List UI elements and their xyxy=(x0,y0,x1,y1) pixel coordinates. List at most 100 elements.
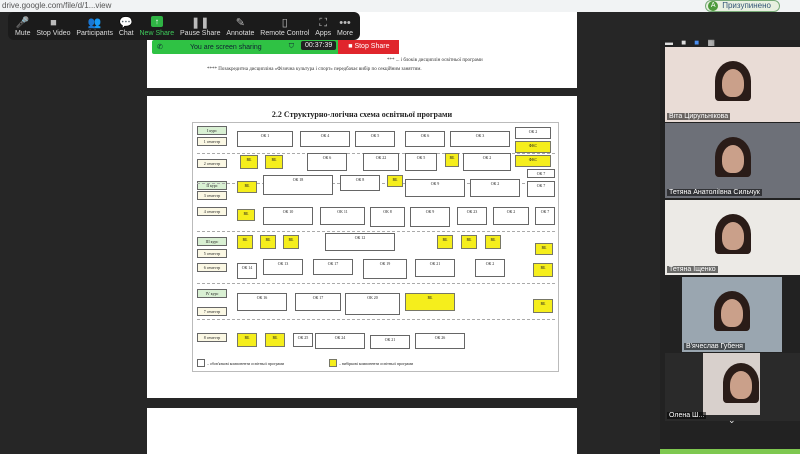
annotate-button[interactable]: ✎Annotate xyxy=(226,16,254,37)
course-label: IV курс xyxy=(197,289,227,298)
zoom-meeting-toolbar: 🎤Mute ■Stop Video 👥Participants 💬Chat ↑New S… xyxy=(8,12,360,40)
section-title: 2.2 Структурно-логічна схема освітньої п… xyxy=(271,110,453,119)
screen-sharing-bar: ✆You are screen sharing⛉ 00:37:39 ■ Stop… xyxy=(152,40,400,54)
diagram-box: ОК 12 xyxy=(325,233,395,251)
pause-share-button[interactable]: ❚❚Pause Share xyxy=(180,16,220,37)
mute-label: Mute xyxy=(14,30,31,37)
pause-share-icon: ❚❚ xyxy=(191,17,210,29)
legend-required-swatch xyxy=(197,359,205,367)
diagram-box: ОК 20 xyxy=(345,293,400,315)
diagram-box: ОК 9 xyxy=(405,179,465,197)
diagram-box: ВБ xyxy=(237,235,253,249)
semester-label: 3 семестр xyxy=(197,191,227,200)
diagram-box: ВБ xyxy=(533,299,553,313)
chevron-down-icon[interactable]: ⌄ xyxy=(728,415,736,425)
more-button[interactable]: •••More xyxy=(337,16,353,37)
course-label: II курс xyxy=(197,181,227,190)
diagram-box: ОК 26 xyxy=(415,333,465,349)
course-label: I курс xyxy=(197,126,227,135)
participant-name: В'ячеслав Губеня xyxy=(684,343,745,350)
url-text: drive.google.com/file/d/1...view xyxy=(2,1,112,10)
participants-button[interactable]: 👥Participants xyxy=(76,16,113,37)
diagram-box: ОК 8 xyxy=(340,175,380,191)
diagram-box: ОК 17 xyxy=(295,293,341,311)
diagram-box: ОК 13 xyxy=(263,259,303,275)
new-share-label: New Share xyxy=(139,30,175,37)
chat-label: Chat xyxy=(118,30,134,37)
participant-face xyxy=(721,69,744,97)
diagram-box: ВБ xyxy=(533,263,553,277)
participant-video-tile[interactable]: Віта Цирульнікова xyxy=(665,47,800,122)
participant-video-tile[interactable]: Олена Ш... xyxy=(665,353,800,421)
diagram-box: ВБ xyxy=(387,175,403,187)
more-label: More xyxy=(337,30,353,37)
participant-face xyxy=(721,222,744,250)
diagram-box: ОК 23 xyxy=(457,207,487,225)
pause-share-label: Pause Share xyxy=(180,30,221,37)
profile-avatar: A xyxy=(708,1,719,11)
document-page-2: 2.2 Структурно-логічна схема освітньої п… xyxy=(147,96,577,398)
participant-name: Тетяна Іщенко xyxy=(667,266,718,273)
remote-control-icon: ▯ xyxy=(281,17,288,29)
footnote: **** Позакредитна дисципліна «Фізична ку… xyxy=(207,67,422,72)
remote-control-button[interactable]: ▯Remote Control xyxy=(260,16,309,37)
diagram-box: ОК 19 xyxy=(363,259,407,279)
course-label: III курс xyxy=(197,237,227,246)
participant-name: Олена Ш... xyxy=(667,412,707,419)
diagram-box: ОК 5 xyxy=(355,131,395,147)
stop-share-button[interactable]: ■ Stop Share xyxy=(338,40,400,54)
diagram-box: ВБ xyxy=(437,235,453,249)
participant-face xyxy=(721,145,744,173)
legend-elective-swatch xyxy=(329,359,337,367)
diagram-box: ФКС xyxy=(515,141,551,153)
diagram-box: ОК 9 xyxy=(410,207,450,227)
stop-video-button[interactable]: ■Stop Video xyxy=(36,16,70,37)
diagram-box: ОК 7 xyxy=(527,169,555,178)
mute-button[interactable]: 🎤Mute xyxy=(15,16,31,37)
diagram-box: ФКС xyxy=(515,155,551,167)
diagram-box: ОК 16 xyxy=(237,293,287,311)
diagram-box: ОК 7 xyxy=(535,207,555,225)
participant-video-tile[interactable]: Тетяна Іщенко xyxy=(665,200,800,275)
stop-share-label: Stop Share xyxy=(354,43,390,50)
diagram-box: ВБ xyxy=(485,235,501,249)
new-share-button[interactable]: ↑New Share xyxy=(139,16,175,37)
shield-icon: ⛉ xyxy=(288,43,294,50)
apps-button[interactable]: ⛶Apps xyxy=(315,16,331,37)
participant-video-tile[interactable]: В'ячеслав Губеня xyxy=(682,277,782,352)
diagram-box: ОК 2 xyxy=(475,259,505,277)
diagram-box: ОК 18 xyxy=(263,175,333,195)
legend-required: – обов'язкові компоненти освітньої прогр… xyxy=(207,361,285,366)
annotate-label: Annotate xyxy=(226,30,255,37)
participant-video-tile[interactable]: Тетяна Анатоліївна Сильчук xyxy=(665,123,800,198)
diagram-box: ОК 21 xyxy=(415,259,455,277)
semester-label: 6 семестр xyxy=(197,263,227,272)
diagram-box: ОК 11 xyxy=(320,207,365,225)
semester-label: 5 семестр xyxy=(197,249,227,258)
diagram-box: ОК 25 xyxy=(293,333,313,347)
diagram-box: ОК 5 xyxy=(405,153,437,171)
diagram-box: ВБ xyxy=(240,155,258,169)
sharing-status-text: You are screen sharing xyxy=(189,43,262,51)
semester-divider xyxy=(197,231,555,232)
participant-name: Віта Цирульнікова xyxy=(667,113,731,120)
diagram-box: ОК 22 xyxy=(363,153,399,171)
annotate-icon: ✎ xyxy=(235,17,245,29)
diagram-box: ОК 6 xyxy=(307,153,347,171)
diagram-box: ОК 4 xyxy=(300,131,350,147)
chat-button[interactable]: 💬Chat xyxy=(119,16,134,37)
mute-icon: 🎤 xyxy=(15,17,30,29)
more-icon: ••• xyxy=(339,17,351,29)
diagram-box: ОК 21 xyxy=(370,335,410,349)
diagram-box: ОК 2 xyxy=(463,153,511,171)
document-page-3 xyxy=(147,408,577,454)
sharing-status: ✆ You are screen sharing ⛉ xyxy=(152,40,299,54)
semester-divider xyxy=(197,319,555,320)
participant-name: Тетяна Анатоліївна Сильчук xyxy=(667,189,762,196)
phone-icon: ✆ xyxy=(157,44,163,51)
gallery-view-controls[interactable]: ▬ ■ ■ ▦ xyxy=(665,38,718,47)
footnote: *** ... і блоків дисциплін освітньої про… xyxy=(387,58,483,63)
diagram-box: ОК 17 xyxy=(313,259,353,275)
